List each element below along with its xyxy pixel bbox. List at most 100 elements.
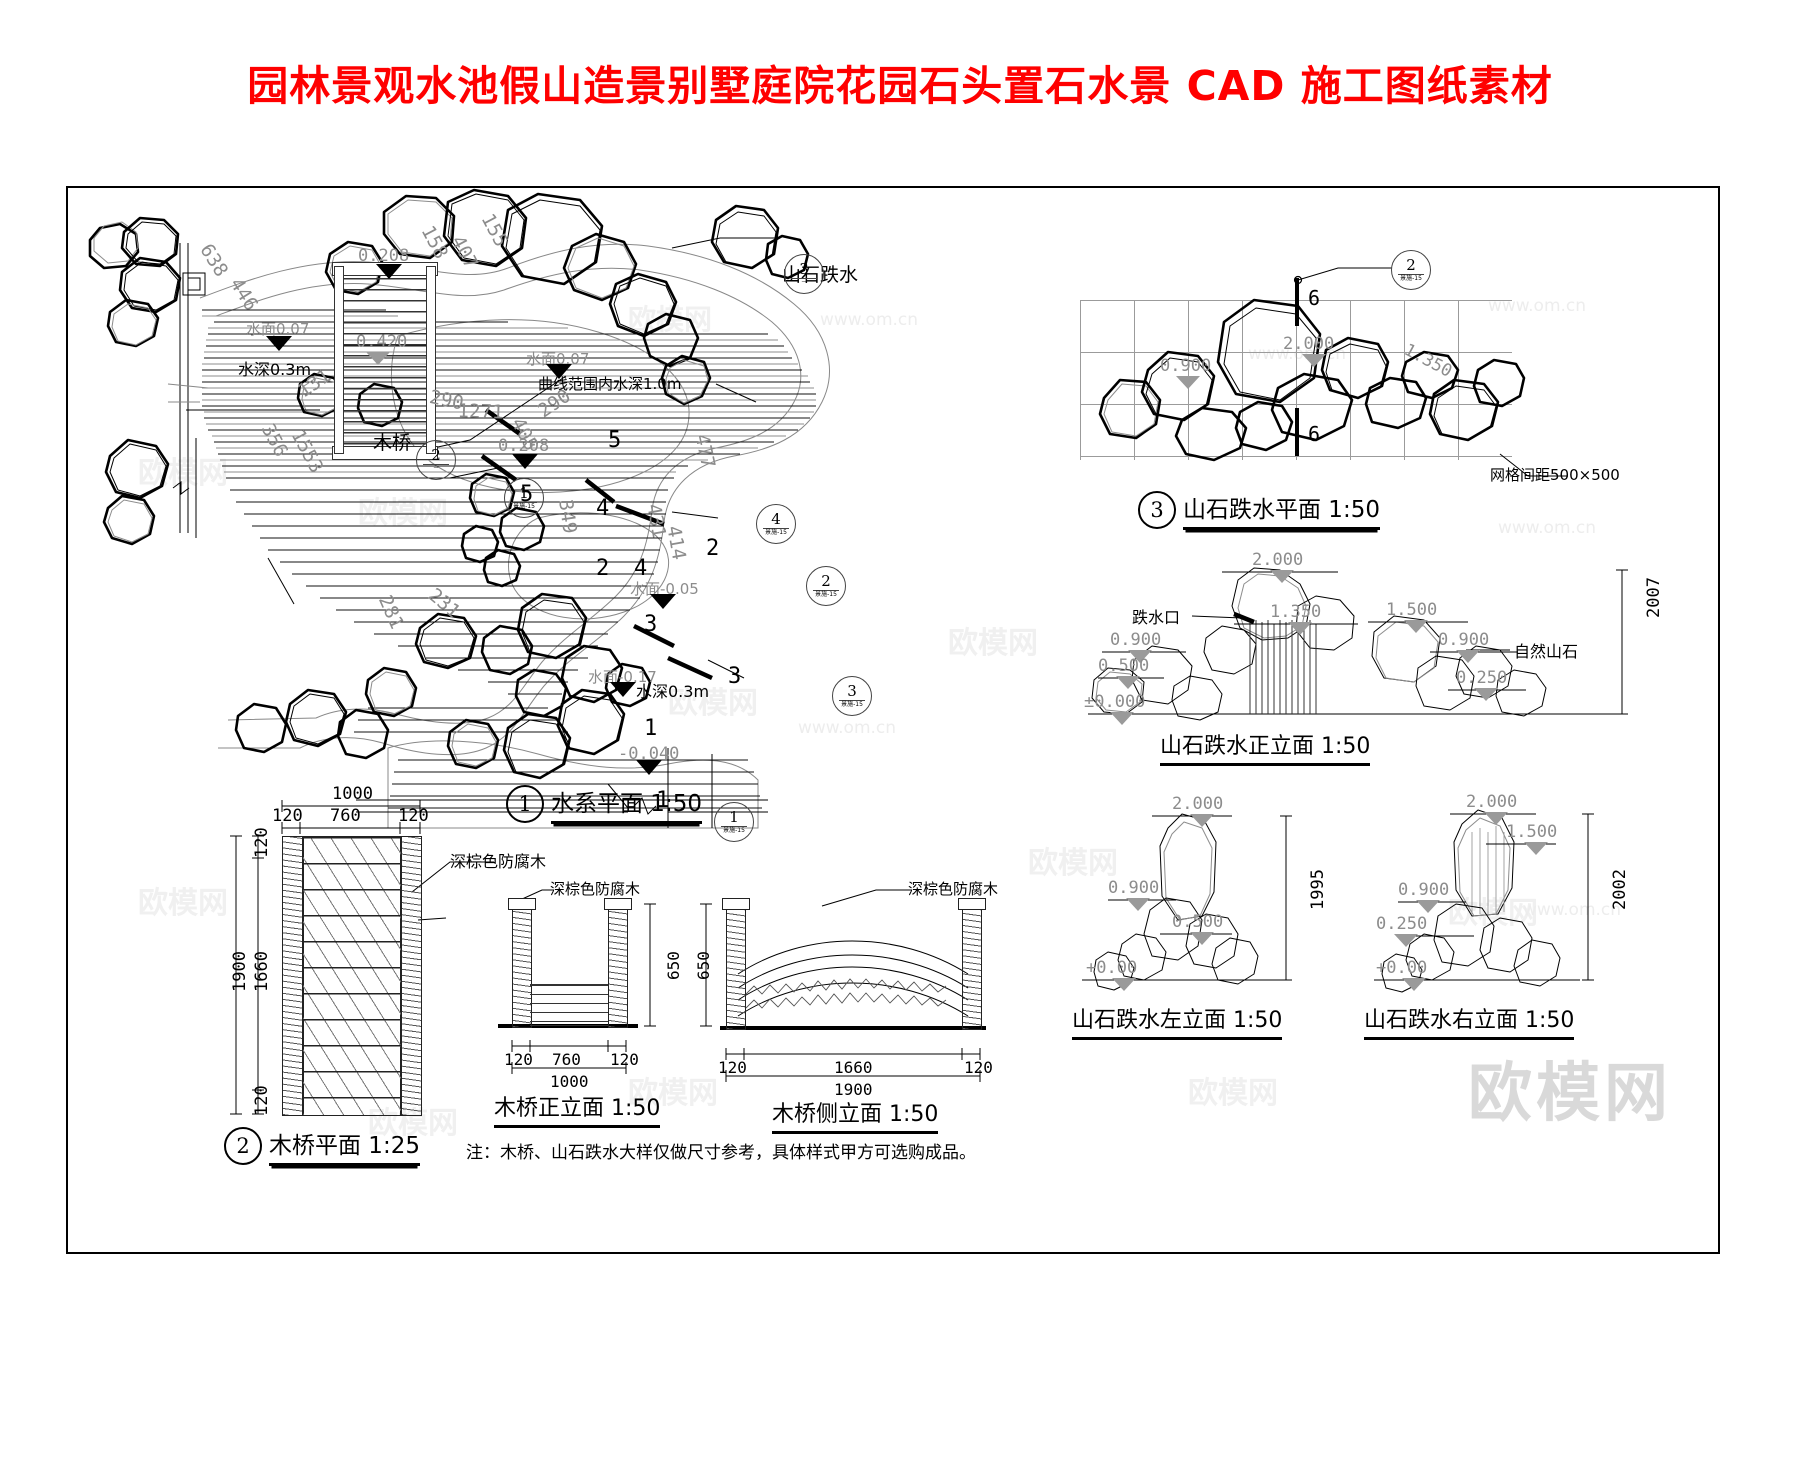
elev-left-2000: 2.000 bbox=[1172, 794, 1224, 814]
section-mark-1b: 1 bbox=[656, 788, 670, 813]
label-natural-stone: 自然山石 bbox=[1514, 642, 1579, 661]
elev-right-0250: 0.250 bbox=[1376, 914, 1428, 934]
view-caption: 水系平面 1:50 bbox=[551, 784, 702, 824]
dim-bridge-120c: 120 bbox=[252, 827, 272, 858]
elev-front-0500: 0.500 bbox=[1098, 656, 1150, 676]
section-cut-bar-bottom bbox=[1295, 408, 1299, 456]
detail-bubble-2[interactable]: 2 － bbox=[416, 440, 456, 480]
view-title-bridge-front: 木桥正立面 1:50 bbox=[494, 1090, 661, 1128]
dim-bs-1900: 1900 bbox=[834, 1080, 873, 1099]
level-marker bbox=[1474, 688, 1498, 701]
level-marker bbox=[1126, 898, 1150, 911]
view-caption: 山石跌水平面 1:50 bbox=[1183, 490, 1380, 530]
rock-fall-front-linework bbox=[1088, 567, 1628, 721]
view-rock-fall-left: 2.000 0.900 0.500 +0.00 1995 山石跌水左立面 1:5… bbox=[1048, 788, 1348, 1040]
bubble-number: 3 bbox=[799, 260, 809, 278]
brand-watermark: 欧模网 bbox=[1468, 1057, 1672, 1131]
dim-bs-120b: 120 bbox=[964, 1058, 993, 1077]
label-depth-a: 水深0.3m bbox=[238, 360, 312, 379]
level-marker bbox=[1288, 622, 1312, 635]
view-number: 3 bbox=[1138, 491, 1176, 529]
detail-bubble-4[interactable]: 4 景施-15 bbox=[756, 504, 796, 544]
detail-bubble-1-bottom[interactable]: 1 景施-15 bbox=[714, 802, 754, 842]
view-caption: 木桥平面 1:25 bbox=[269, 1126, 420, 1166]
level-marker bbox=[1128, 650, 1152, 663]
elev-0208-mid: 0.208 bbox=[498, 436, 550, 456]
bridge-plan-deck bbox=[302, 836, 402, 1116]
view-rock-fall-front: 2.000 1.350 1.500 0.900 0.900 0.500 0.25… bbox=[998, 528, 1678, 768]
elev-front-2000: 2.000 bbox=[1252, 550, 1304, 570]
detail-bubble-2-rockplan[interactable]: 2 景施-15 bbox=[1391, 250, 1431, 290]
level-marker bbox=[610, 682, 636, 697]
section-mark-1a: 1 bbox=[644, 716, 658, 741]
elev-front-1350: 1.350 bbox=[1270, 602, 1322, 622]
detail-bubble-3[interactable]: 3 － bbox=[784, 254, 824, 294]
elev-front-0900-r: 0.900 bbox=[1438, 630, 1490, 650]
elev-left-000: +0.00 bbox=[1086, 958, 1138, 978]
elev-front-000: ±0.000 bbox=[1084, 692, 1146, 712]
elev-left-0500: 0.500 bbox=[1172, 912, 1224, 932]
bubble-sub: 景施-15 bbox=[815, 591, 837, 598]
view-title-rock-fall-plan: 3 山石跌水平面 1:50 bbox=[1138, 490, 1380, 530]
bridge-side-linework bbox=[700, 889, 986, 1082]
bubble-sub: 景施-15 bbox=[723, 827, 745, 834]
label-water-level-b: 水面0.07 bbox=[526, 350, 590, 368]
view-title-bridge-plan: 2 木桥平面 1:25 bbox=[224, 1126, 420, 1166]
label-wood-bridge: 木桥 bbox=[373, 432, 412, 454]
dim-overall-2007: 2007 bbox=[1644, 577, 1664, 618]
view-bridge-side: 深棕色防腐木 120 1660 120 1900 650 木桥侧立面 1:50 bbox=[686, 868, 1046, 1148]
detail-bubble-2-right[interactable]: 2 景施-15 bbox=[806, 566, 846, 606]
dim-bridge-1660: 1660 bbox=[252, 951, 272, 992]
detail-bubble-1-left[interactable]: 1 景施-15 bbox=[504, 478, 544, 518]
view-water-plan: 山石跌水 木桥 曲线范围内水深1.0m 水面0.07 水深0.3m 水面0.07… bbox=[68, 188, 908, 842]
dim-bs-120a: 120 bbox=[718, 1058, 747, 1077]
label-water-level-c: 水面-0.05 bbox=[630, 580, 699, 598]
level-marker bbox=[1110, 712, 1134, 725]
label-bridge-plan-material: 深棕色防腐木 bbox=[450, 852, 547, 871]
level-marker bbox=[1190, 932, 1214, 945]
dim-overall-2002: 2002 bbox=[1610, 869, 1630, 910]
level-marker bbox=[1190, 814, 1214, 827]
view-number: 1 bbox=[506, 785, 544, 823]
dim-1271: 1271 bbox=[457, 400, 504, 424]
elev-right-1500: 1.500 bbox=[1506, 822, 1558, 842]
bridge-side-left-post bbox=[726, 904, 746, 1030]
level-marker bbox=[1270, 570, 1294, 583]
elev-0040: -0.040 bbox=[618, 744, 680, 764]
section-mark-2a: 2 bbox=[596, 556, 610, 581]
level-marker bbox=[1176, 376, 1200, 389]
label-water-level-a: 水面0.07 bbox=[246, 320, 310, 338]
bubble-sub: 景施-15 bbox=[1400, 275, 1422, 282]
section-mark-3a: 3 bbox=[644, 612, 658, 637]
rock-fall-plan-linework bbox=[1098, 267, 1568, 477]
elev-0900: 0.900 bbox=[1160, 356, 1212, 376]
bubble-number: 4 bbox=[771, 510, 781, 528]
section-mark-3b: 3 bbox=[728, 664, 742, 689]
label-bridge-side-material: 深棕色防腐木 bbox=[908, 880, 999, 898]
drawing-sheet: 欧模网 欧模网 欧模网 欧模网 欧模网 欧模网 欧模网 欧模网 欧模网 欧模网 … bbox=[66, 186, 1720, 1254]
bridge-plan-left-rail bbox=[282, 836, 304, 1116]
view-title-rock-fall-left: 山石跌水左立面 1:50 bbox=[1072, 1002, 1283, 1040]
dim-bf-120a: 120 bbox=[504, 1050, 533, 1069]
dim-bs-650: 650 bbox=[694, 951, 713, 980]
dim-bf-650: 650 bbox=[664, 951, 683, 980]
elev-0420: 0.420 bbox=[356, 332, 408, 352]
detail-bubble-3-right[interactable]: 3 景施-15 bbox=[832, 676, 872, 716]
section-mark-5a: 5 bbox=[608, 428, 622, 453]
bubble-number: 1 bbox=[729, 808, 739, 826]
view-number: 2 bbox=[224, 1127, 262, 1165]
elev-left-0900: 0.900 bbox=[1108, 878, 1160, 898]
elev-front-0900-l: 0.900 bbox=[1110, 630, 1162, 650]
label-depth-b: 水深0.3m bbox=[636, 682, 710, 701]
dim-bf-120b: 120 bbox=[610, 1050, 639, 1069]
label-waterfall-outlet: 跌水口 bbox=[1132, 608, 1181, 627]
elev-right-000: +0.00 bbox=[1376, 958, 1428, 978]
level-marker bbox=[266, 336, 292, 351]
level-marker bbox=[1394, 934, 1418, 947]
section-cut-bar-top bbox=[1295, 278, 1299, 326]
elev-front-0250: 0.250 bbox=[1456, 668, 1508, 688]
watermark: 欧模网 bbox=[1188, 1076, 1278, 1111]
level-marker bbox=[1404, 620, 1428, 633]
view-title-water-plan: 1 水系平面 1:50 bbox=[506, 784, 702, 824]
dim-bridge-120d: 120 bbox=[252, 1085, 272, 1116]
